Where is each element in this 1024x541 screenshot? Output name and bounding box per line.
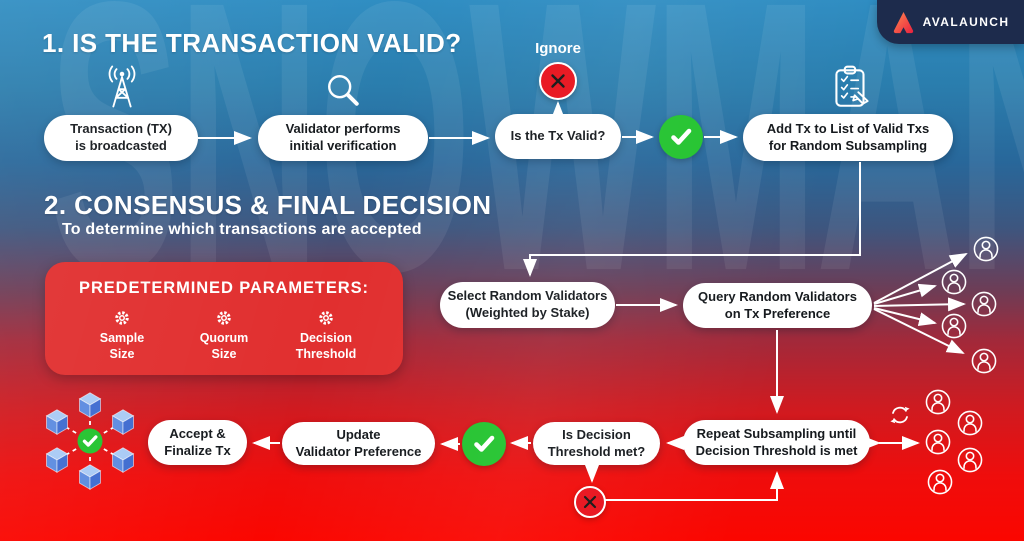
parameter-label: Sample Size — [99, 331, 145, 361]
validator-icon — [970, 347, 998, 375]
parameter-label: Decision Threshold — [295, 331, 357, 361]
parameters-row: Sample Size Quorum Size Decision Thresho… — [45, 298, 403, 362]
validator-icon — [924, 388, 952, 416]
valid-check-icon — [659, 115, 703, 159]
section2-title: 2. CONSENSUS & FINAL DECISION — [44, 190, 492, 220]
clipboard-check-icon — [835, 65, 869, 107]
parameter-sample-size: Sample Size — [79, 309, 165, 362]
node-accept-finalize-tx: Accept & Finalize Tx — [148, 420, 247, 465]
parameters-title: PREDETERMINED PARAMETERS: — [79, 279, 369, 297]
node-select-random-validators: Select Random Validators (Weighted by St… — [440, 282, 615, 328]
parameter-label: Quorum Size — [199, 331, 249, 361]
node-transaction-broadcasted: Transaction (TX) is broadcasted — [44, 115, 198, 161]
magnifier-icon — [328, 75, 359, 106]
blockchain-cube-icon — [46, 447, 68, 473]
parameter-decision-threshold: Decision Threshold — [283, 309, 369, 362]
antenna-icon — [108, 65, 136, 108]
blockchain-cube-icon — [112, 409, 134, 435]
node-update-validator-preference: Update Validator Preference — [282, 422, 435, 465]
avalaunch-badge: AVALAUNCH — [877, 0, 1024, 44]
blockchain-cube-icon — [79, 392, 101, 418]
avalaunch-logo-icon — [893, 11, 913, 33]
validator-icon — [970, 290, 998, 318]
parameter-quorum-size: Quorum Size — [181, 309, 267, 362]
gear-icon — [113, 309, 131, 327]
node-validator-verification: Validator performs initial verification — [258, 115, 428, 161]
validator-icon — [956, 409, 984, 437]
validator-icon — [926, 468, 954, 496]
brand-name: AVALAUNCH — [922, 15, 1010, 29]
refresh-icon — [890, 406, 910, 424]
predetermined-parameters-box: PREDETERMINED PARAMETERS: Sample Size Qu… — [45, 262, 403, 375]
node-is-tx-valid: Is the Tx Valid? — [495, 114, 621, 159]
node-is-decision-threshold-met: Is Decision Threshold met? — [533, 422, 660, 465]
threshold-not-met-x-icon — [574, 486, 606, 518]
validator-icon — [940, 312, 968, 340]
node-add-tx-list: Add Tx to List of Valid Txs for Random S… — [743, 114, 953, 161]
blockchain-network-icon — [46, 392, 134, 490]
reject-x-icon — [539, 62, 577, 100]
ignore-label: Ignore — [535, 40, 581, 57]
section1-title: 1. IS THE TRANSACTION VALID? — [42, 28, 462, 58]
section2-subtitle: To determine which transactions are acce… — [62, 221, 422, 238]
validator-icon — [924, 428, 952, 456]
validator-icon — [972, 235, 1000, 263]
validator-icon — [956, 446, 984, 474]
blockchain-cube-icon — [112, 447, 134, 473]
validator-icon — [940, 268, 968, 296]
gear-icon — [317, 309, 335, 327]
blockchain-cube-icon — [46, 409, 68, 435]
blockchain-cube-icon — [79, 464, 101, 490]
node-repeat-subsampling: Repeat Subsampling until Decision Thresh… — [683, 420, 870, 465]
gear-icon — [215, 309, 233, 327]
node-query-random-validators: Query Random Validators on Tx Preference — [683, 283, 872, 328]
threshold-met-check-icon — [462, 422, 506, 466]
